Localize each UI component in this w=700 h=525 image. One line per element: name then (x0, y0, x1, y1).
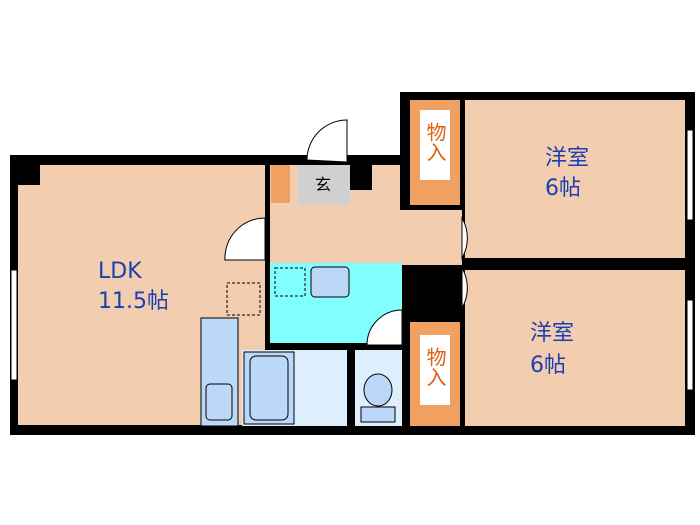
ldk-size: 11.5帖 (98, 289, 169, 314)
room-lower-label: 洋室 (530, 321, 574, 346)
room-upper-size: 6帖 (545, 176, 581, 201)
storage-upper-label: 物入 (423, 122, 447, 162)
room-upper-label: 洋室 (545, 146, 589, 171)
entrance-floor (298, 165, 350, 205)
window-ldk (10, 269, 18, 381)
entrance-door[interactable] (306, 119, 348, 163)
entrance-label: 玄 (315, 175, 331, 194)
window-lower (686, 299, 694, 391)
toilet (363, 373, 393, 407)
room-upper-door[interactable] (461, 216, 468, 260)
storage-lower-label: 物入 (423, 347, 447, 387)
ldk-door[interactable] (224, 217, 266, 261)
room-upper-floor (465, 100, 685, 258)
room-lower-door[interactable] (461, 266, 468, 310)
shoe-cabinet (271, 165, 290, 203)
ldk-label: LDK (98, 259, 142, 284)
washbasin (310, 266, 350, 298)
window-upper (686, 129, 694, 221)
room-lower-floor (465, 270, 685, 426)
room-lower-size: 6帖 (530, 353, 566, 378)
